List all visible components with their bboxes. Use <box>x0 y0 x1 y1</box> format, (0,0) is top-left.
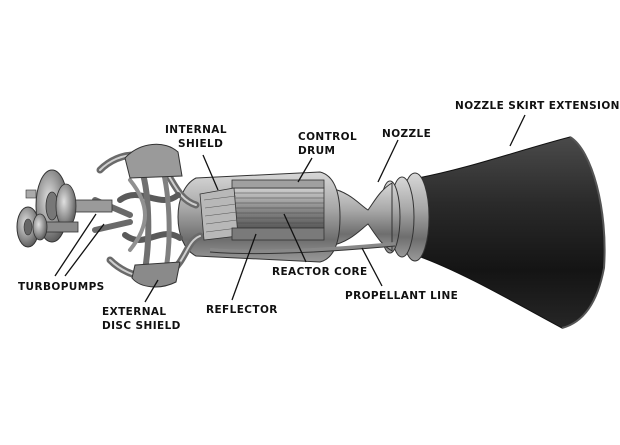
propellant-line <box>209 242 396 254</box>
label-turbopumps: TURBOPUMPS <box>18 281 105 293</box>
turbopumps <box>16 169 113 248</box>
leader-lines <box>54 114 526 303</box>
label-nozzle-skirt-extension: NOZZLE SKIRT EXTENSION <box>455 100 620 112</box>
nozzle <box>329 182 393 252</box>
label-nozzle: NOZZLE <box>382 128 431 140</box>
nozzle-skirt-extension <box>417 136 606 329</box>
label-external-disc-shield-line2: DISC SHIELD <box>102 320 181 332</box>
label-internal-shield-line2: SHIELD <box>178 138 223 150</box>
label-reactor-core: REACTOR CORE <box>272 266 368 278</box>
control-drum <box>231 179 325 189</box>
label-internal-shield-line1: INTERNAL <box>165 124 227 136</box>
label-external-disc-shield-line1: EXTERNAL <box>102 306 167 318</box>
reflector <box>231 227 325 241</box>
label-control-drum-line1: CONTROL <box>298 131 357 143</box>
label-propellant-line: PROPELLANT LINE <box>345 290 458 302</box>
label-control-drum-line2: DRUM <box>298 145 335 157</box>
label-reflector: REFLECTOR <box>206 304 278 316</box>
external-disc-shield <box>124 143 183 179</box>
